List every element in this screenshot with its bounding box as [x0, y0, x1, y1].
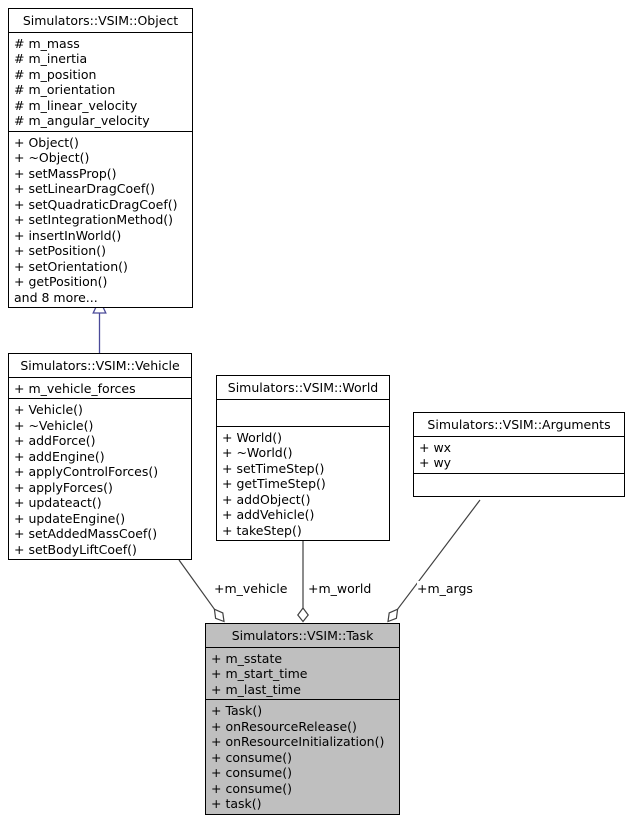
class-method: + addForce() — [14, 433, 96, 448]
class-method: + Object() — [14, 134, 79, 150]
vehicle-methods-section: + Vehicle() + ~Vehicle() + addForce() + … — [9, 398, 191, 559]
task-attributes-section: + m_sstate + m_start_time + m_last_time — [206, 646, 399, 700]
class-attribute: + m_start_time — [211, 666, 308, 681]
class-title-task: Simulators::VSIM::Task — [231, 628, 374, 643]
class-attribute: # m_orientation — [14, 82, 116, 97]
class-attribute: # m_mass — [14, 35, 80, 51]
class-box-object[interactable]: Simulators::VSIM::Object # m_mass # m_in… — [8, 8, 193, 308]
class-method: + Vehicle() — [14, 402, 83, 417]
class-method: + insertInWorld() — [14, 227, 122, 243]
edge-label-m-args: +m_args — [417, 581, 473, 596]
class-method: + setBodyLiftCoef() — [14, 541, 137, 557]
class-method: + setMassProp() — [14, 165, 117, 181]
vehicle-attributes-section: + m_vehicle_forces — [9, 376, 191, 399]
class-method-more: and 8 more... — [14, 289, 98, 305]
class-method: + task() — [211, 796, 262, 811]
class-attribute: + m_sstate — [211, 650, 283, 666]
class-method: + setIntegrationMethod() — [14, 212, 174, 227]
class-method: + setOrientation() — [14, 258, 128, 274]
edge-label-m-vehicle: +m_vehicle — [214, 581, 288, 596]
object-methods-section: + Object() + ~Object() + setMassProp() +… — [9, 130, 192, 308]
class-box-arguments[interactable]: Simulators::VSIM::Arguments + wx + wy — [413, 412, 625, 497]
class-method: + getPosition() — [14, 274, 108, 289]
class-method: + updateact() — [14, 495, 102, 510]
class-method: + onResourceInitialization() — [211, 734, 385, 749]
class-method: + applyForces() — [14, 479, 113, 495]
world-methods-section: + World() + ~World() + setTimeStep() + g… — [217, 425, 389, 541]
class-attribute: # m_angular_velocity — [14, 113, 150, 128]
class-title-object: Simulators::VSIM::Object — [22, 13, 179, 28]
class-box-task[interactable]: Simulators::VSIM::Task + m_sstate + m_st… — [205, 623, 400, 815]
class-method: + addObject() — [222, 491, 311, 507]
task-methods-section: + Task() + onResourceRelease() + onResou… — [206, 699, 399, 814]
class-method: + addEngine() — [14, 448, 105, 464]
class-attribute: + m_last_time — [211, 681, 301, 697]
class-method: + applyControlForces() — [14, 464, 159, 479]
class-method: + ~World() — [222, 445, 293, 460]
aggregation-edge-m-world — [297, 538, 309, 623]
class-attribute: # m_linear_velocity — [14, 97, 138, 113]
class-method: + addVehicle() — [222, 507, 315, 522]
class-method: + onResourceRelease() — [211, 718, 357, 734]
class-method: + consume() — [211, 780, 292, 796]
class-attribute: + wy — [419, 455, 452, 470]
class-method: + ~Vehicle() — [14, 417, 94, 433]
class-method: + consume() — [211, 765, 292, 780]
class-method: + getTimeStep() — [222, 476, 326, 491]
class-title-vehicle: Simulators::VSIM::Vehicle — [20, 358, 180, 373]
class-attribute: + m_vehicle_forces — [14, 380, 136, 396]
class-attribute: # m_position — [14, 66, 97, 82]
class-method: + setAddedMassCoef() — [14, 526, 158, 541]
class-method: + setPosition() — [14, 243, 106, 258]
world-attributes-section — [217, 398, 389, 426]
class-attribute: # m_inertia — [14, 51, 88, 66]
class-title-world: Simulators::VSIM::World — [227, 380, 379, 395]
class-method: + ~Object() — [14, 150, 90, 165]
arguments-methods-section — [414, 472, 624, 496]
class-method: + setTimeStep() — [222, 460, 325, 476]
object-attributes-section: # m_mass # m_inertia # m_position # m_or… — [9, 31, 192, 131]
class-method: + updateEngine() — [14, 510, 126, 526]
class-method: + World() — [222, 429, 283, 445]
aggregation-edge-m-args — [387, 499, 481, 623]
class-method: + consume() — [211, 749, 292, 765]
class-method: + setLinearDragCoef() — [14, 181, 155, 196]
class-method: + Task() — [211, 703, 263, 718]
class-method: + takeStep() — [222, 522, 302, 538]
arguments-attributes-section: + wx + wy — [414, 435, 624, 473]
class-box-world[interactable]: Simulators::VSIM::World + World() + ~Wor… — [216, 375, 390, 541]
class-title-arguments: Simulators::VSIM::Arguments — [427, 417, 611, 432]
class-attribute: + wx — [419, 439, 452, 455]
class-box-vehicle[interactable]: Simulators::VSIM::Vehicle + m_vehicle_fo… — [8, 353, 192, 560]
edge-label-m-world: +m_world — [308, 581, 372, 596]
class-method: + setQuadraticDragCoef() — [14, 196, 178, 212]
